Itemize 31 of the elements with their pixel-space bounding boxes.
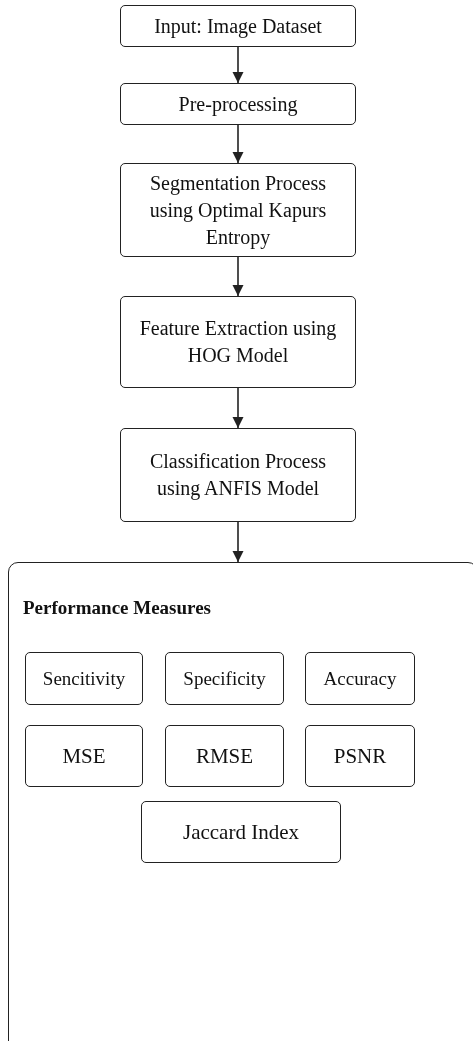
arrow <box>232 387 244 429</box>
box-label: Input: Image Dataset <box>154 13 322 40</box>
arrow <box>232 124 244 164</box>
process-box <box>120 428 356 522</box>
box-label: MSE <box>62 742 106 770</box>
box-label: Pre-processing <box>178 91 298 118</box>
box-label: Segmentation Process using Optimal Kapurs Entropy <box>148 170 328 251</box>
box-label: Sencitivity <box>42 666 126 691</box>
box-label: RMSE <box>195 742 254 770</box>
process-box <box>141 801 341 863</box>
process-box <box>120 83 356 125</box>
box-label: Specificity <box>183 666 266 691</box>
box-label: PSNR <box>333 742 387 770</box>
process-box <box>165 652 284 705</box>
arrow <box>232 46 244 84</box>
box-label: Jaccard Index <box>183 818 299 846</box>
process-box <box>120 296 356 388</box>
process-box <box>305 725 415 787</box>
box-label: Feature Extraction using HOG Model <box>138 316 338 368</box>
box-label: Classification Process using ANFIS Model <box>148 449 328 502</box>
group-heading: Performance Measures <box>23 596 211 620</box>
process-box <box>305 652 415 705</box>
arrow <box>232 256 244 297</box>
process-box <box>165 725 284 787</box>
arrow <box>232 521 244 563</box>
group-box <box>8 562 473 1041</box>
box-label: Accuracy <box>323 666 397 691</box>
process-box <box>25 725 143 787</box>
process-box <box>120 5 356 47</box>
process-box <box>25 652 143 705</box>
process-box <box>120 163 356 257</box>
